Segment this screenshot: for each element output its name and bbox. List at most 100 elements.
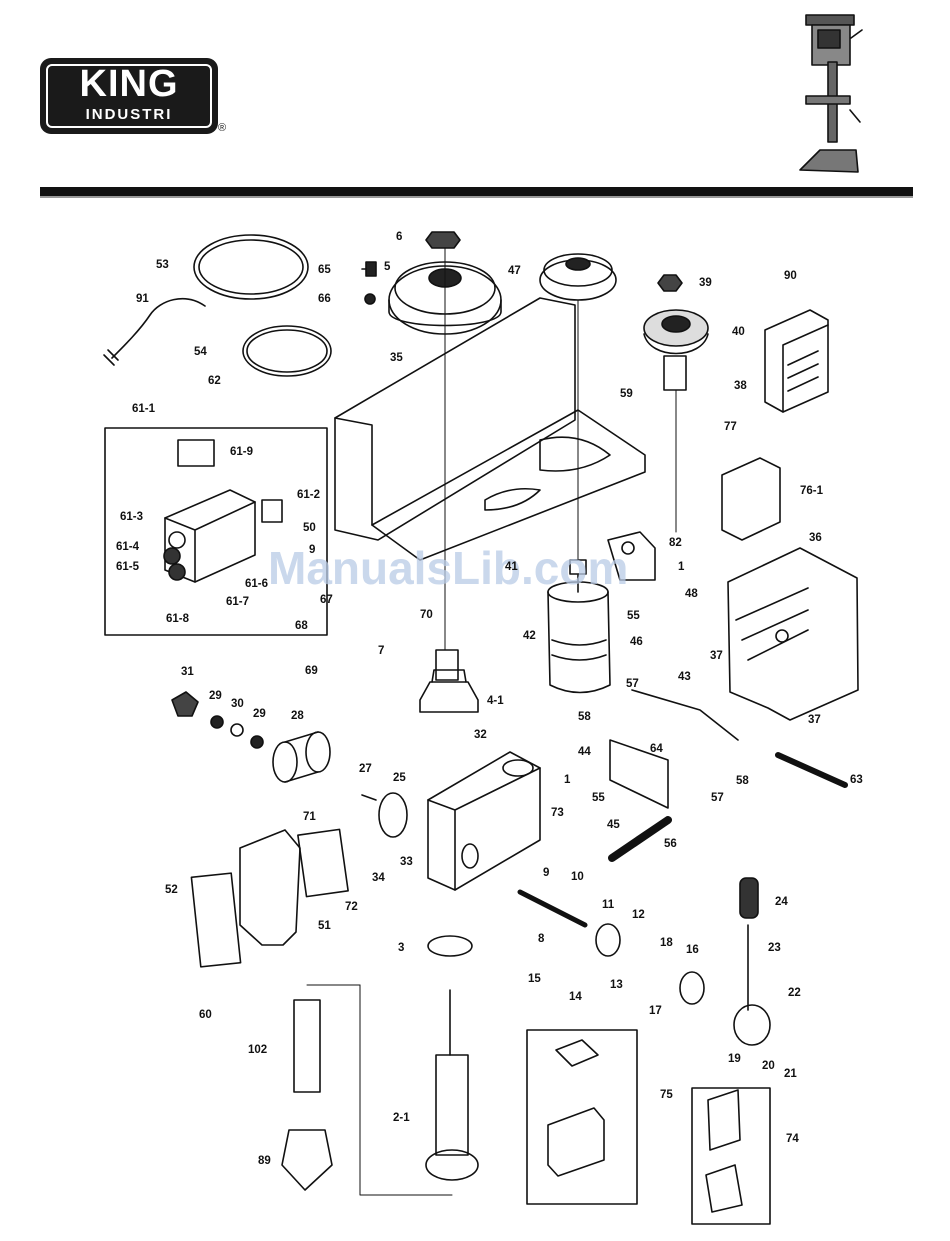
watermark-text: ManualsLib.com: [268, 542, 628, 594]
power-cord-icon: [111, 297, 206, 359]
part-label-p45: 45: [607, 819, 620, 831]
part-label-p28: 28: [291, 710, 304, 722]
part-label-p61-6: 61-6: [245, 578, 268, 590]
part-label-p36: 36: [809, 532, 822, 544]
motor-icon: [547, 559, 611, 694]
part-label-p22: 22: [788, 987, 801, 999]
header-rule-shadow: [40, 196, 913, 198]
part-label-p12: 12: [632, 909, 645, 921]
switch-box-icon: [163, 439, 283, 583]
spindle-housing-icon: [419, 649, 479, 713]
part-label-p77: 77: [724, 421, 737, 433]
part-label-p34: 34: [372, 872, 385, 884]
part-label-p41: 41: [505, 561, 518, 573]
part-label-p29b: 29: [253, 708, 266, 720]
part-label-p58b: 58: [736, 775, 749, 787]
motor-pulley-icon: [643, 309, 709, 391]
part-label-p46: 46: [630, 636, 643, 648]
idler-pulley-icon: [539, 253, 617, 301]
part-label-p1a: 1: [678, 561, 685, 573]
part-label-p35: 35: [390, 352, 403, 364]
part-label-p24: 24: [775, 896, 788, 908]
part-label-p27: 27: [359, 763, 372, 775]
belt-guard-icon: [334, 297, 646, 561]
part-label-p61-9: 61-9: [230, 446, 253, 458]
header-rule: [40, 187, 913, 196]
part-label-p3: 3: [398, 942, 404, 954]
part-label-p69: 69: [305, 665, 318, 677]
part-label-p30: 30: [231, 698, 244, 710]
part-label-p73: 73: [551, 807, 564, 819]
part-label-p90: 90: [784, 270, 797, 282]
quill-icon: [425, 989, 479, 1181]
part-label-p32: 32: [474, 729, 487, 741]
part-label-p4-1: 4-1: [487, 695, 504, 707]
part-label-p10: 10: [571, 871, 584, 883]
part-label-p60: 60: [199, 1009, 212, 1021]
part-label-p8: 8: [538, 933, 545, 945]
part-label-p89: 89: [258, 1155, 271, 1167]
part-label-p9b: 9: [543, 867, 549, 879]
part-label-p75: 75: [660, 1089, 673, 1101]
part-label-p74: 74: [786, 1133, 799, 1145]
part-label-p14: 14: [569, 991, 582, 1003]
arbor-icon: [293, 999, 321, 1093]
part-label-p25: 25: [393, 772, 406, 784]
part-label-p19: 19: [728, 1053, 741, 1065]
part-label-p61-8: 61-8: [166, 613, 190, 625]
motor-bracket-icon: [607, 531, 656, 581]
motor-cover-icon: [764, 309, 829, 413]
part-label-p56: 56: [664, 838, 677, 850]
part-label-p6: 6: [396, 231, 402, 243]
part-label-p53: 53: [156, 259, 169, 271]
part-label-p29a: 29: [209, 690, 222, 702]
logo-line2: INDUSTRI: [85, 106, 173, 123]
belt-54-icon: [242, 325, 332, 377]
part-label-p66: 66: [318, 293, 331, 305]
part-label-p39: 39: [699, 277, 712, 289]
switch-bracket-icon: [721, 457, 781, 541]
part-label-p23: 23: [768, 942, 781, 954]
part-label-p61-2: 61-2: [297, 489, 320, 501]
part-label-p44: 44: [578, 746, 591, 758]
part-label-p61-4: 61-4: [116, 541, 140, 553]
part-label-p61-5: 61-5: [116, 561, 140, 573]
part-label-p9a: 9: [309, 544, 315, 556]
part-label-p37a: 37: [710, 650, 723, 662]
part-label-p43: 43: [678, 671, 691, 683]
part-label-p57b: 57: [711, 792, 724, 804]
part-label-p55b: 55: [592, 792, 605, 804]
head-casting-icon: [427, 751, 541, 891]
part-label-p17: 17: [649, 1005, 662, 1017]
part-label-p13: 13: [610, 979, 623, 991]
part-label-p61-1: 61-1: [132, 403, 156, 415]
rear-cover-icon: [727, 547, 859, 721]
part-label-p70: 70: [420, 609, 433, 621]
part-label-p65: 65: [318, 264, 331, 276]
part-label-p67: 67: [320, 594, 333, 606]
part-label-p33: 33: [400, 856, 413, 868]
part-label-p58a: 58: [578, 711, 591, 723]
part-label-p71: 71: [303, 811, 316, 823]
belt-53-icon: [193, 234, 309, 300]
part-label-p2-1: 2-1: [393, 1112, 410, 1124]
part-label-p59: 59: [620, 388, 633, 400]
part-label-p82: 82: [669, 537, 682, 549]
part-label-p51: 51: [318, 920, 331, 932]
part-label-p1b: 1: [564, 774, 571, 786]
part-label-p47: 47: [508, 265, 521, 277]
part-label-p38: 38: [734, 380, 747, 392]
part-label-p42: 42: [523, 630, 536, 642]
king-industrial-logo: KING INDUSTRI: [42, 60, 216, 132]
feed-handle-knob-icon: [739, 877, 759, 919]
part-label-p5: 5: [384, 261, 391, 273]
part-label-p57a: 57: [626, 678, 639, 690]
logo-line1: KING: [79, 63, 179, 105]
drill-press-thumbnail: [799, 14, 863, 173]
part-label-p54: 54: [194, 346, 207, 358]
part-label-p21: 21: [784, 1068, 797, 1080]
spring-cover-icon: [272, 731, 331, 783]
